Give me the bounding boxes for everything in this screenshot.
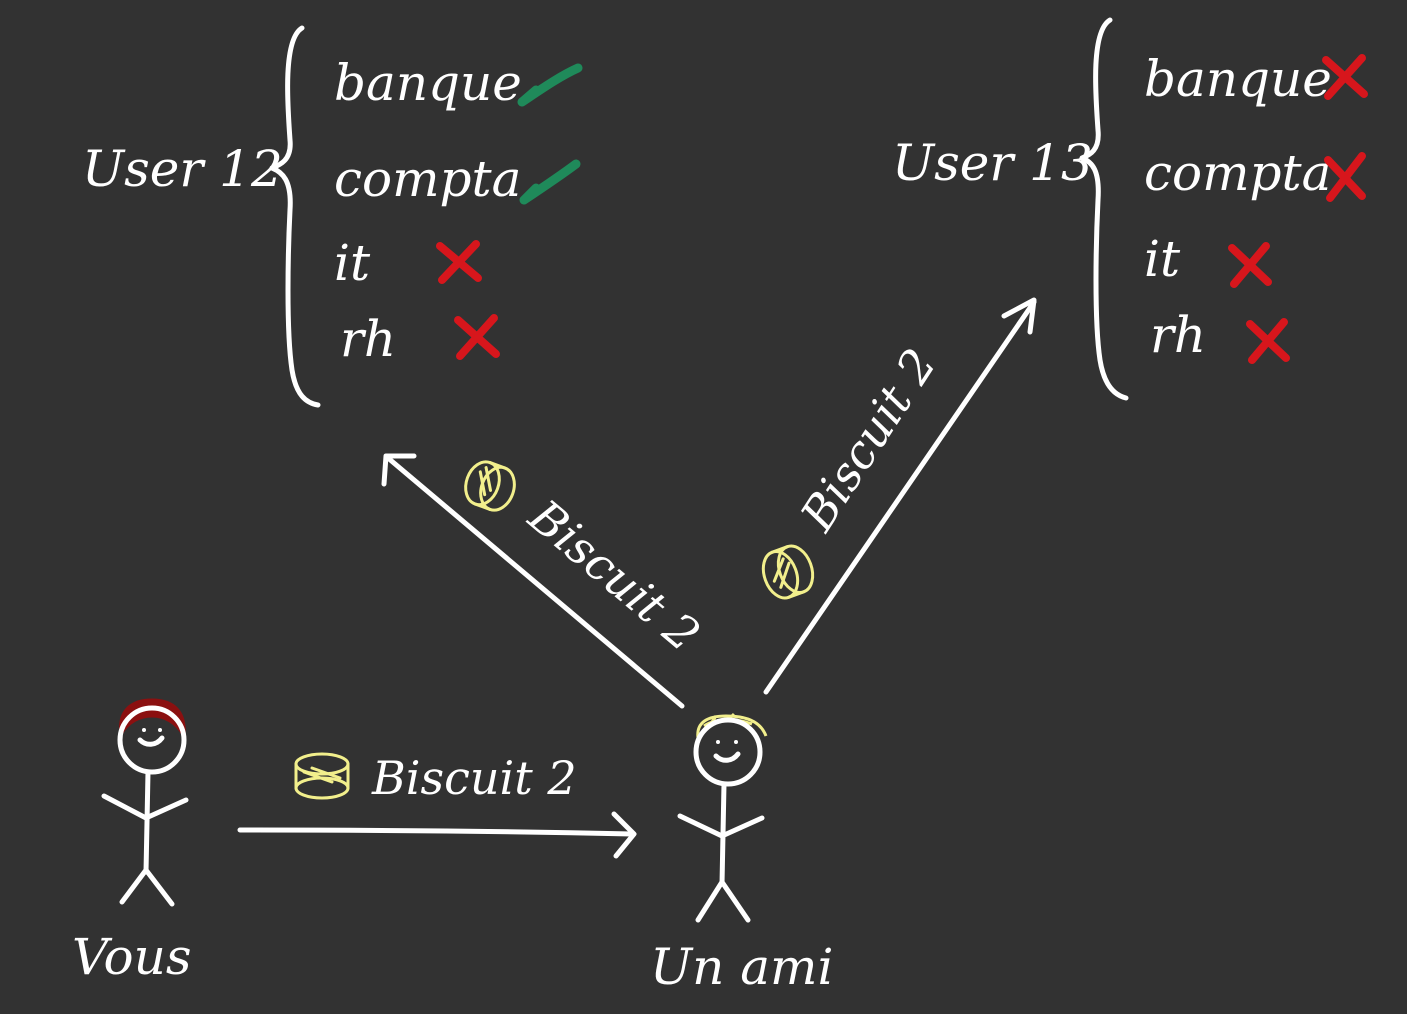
user-12-perm-compta: compta (334, 150, 521, 208)
smile-icon (713, 751, 741, 763)
arrow-line (385, 455, 685, 709)
arrow-ami-to-user-12: Biscuit 2 (381, 453, 710, 709)
smile-icon (137, 735, 165, 747)
arrow-ami-to-user-13: Biscuit 2 (761, 297, 1037, 695)
cross-icon (1324, 152, 1366, 202)
cross-icon (454, 314, 500, 360)
user-13-label: User 13 (892, 134, 1093, 192)
user-13-perm-rh: rh (1150, 306, 1206, 364)
arrow-label-ami-to-user-12: Biscuit 2 (518, 488, 710, 662)
user-13-perm-compta: compta (1144, 144, 1331, 202)
check-icon (519, 159, 581, 205)
cookie-icon (761, 544, 815, 600)
person-label-ami: Un ami (650, 938, 833, 996)
cross-icon (1322, 54, 1368, 100)
user-12-perm-rh: rh (340, 310, 396, 368)
cross-icon (1246, 318, 1290, 364)
user-12-perm-it: it (334, 234, 371, 292)
user-13-group: User 13 banque compta it rh (892, 17, 1368, 401)
user-12-perm-banque: banque (334, 54, 522, 112)
user-12-group: User 12 banque compta it rh (82, 25, 583, 408)
person-label-vous: Vous (72, 928, 191, 986)
arrowhead-icon (611, 811, 637, 859)
arrow-line (237, 827, 635, 837)
person-ami: Un ami (650, 712, 833, 996)
user-13-perm-it: it (1144, 230, 1181, 288)
arrowhead-icon (1001, 297, 1037, 335)
arrow-label-vous-to-ami: Biscuit 2 (371, 751, 577, 805)
person-vous: Vous (72, 698, 191, 986)
user-13-perm-banque: banque (1144, 50, 1332, 108)
cookie-icon (294, 752, 350, 800)
user-13-brace (1079, 17, 1129, 401)
arms-icon (101, 793, 189, 821)
arrow-line (763, 299, 1037, 695)
body-icon (143, 769, 151, 875)
check-icon (517, 63, 583, 107)
arrow-vous-to-ami: Biscuit 2 (237, 751, 637, 859)
legs-icon (695, 879, 751, 923)
arrow-label-ami-to-user-13: Biscuit 2 (789, 339, 946, 541)
arms-icon (677, 813, 765, 839)
cookie-icon (464, 460, 516, 512)
arrowhead-icon (381, 453, 417, 487)
head-icon (693, 717, 763, 787)
cross-icon (1228, 242, 1272, 288)
user-12-label: User 12 (82, 140, 283, 198)
head-icon (117, 705, 187, 775)
legs-icon (119, 867, 175, 907)
cross-icon (436, 240, 482, 284)
user-12-brace (269, 25, 321, 408)
